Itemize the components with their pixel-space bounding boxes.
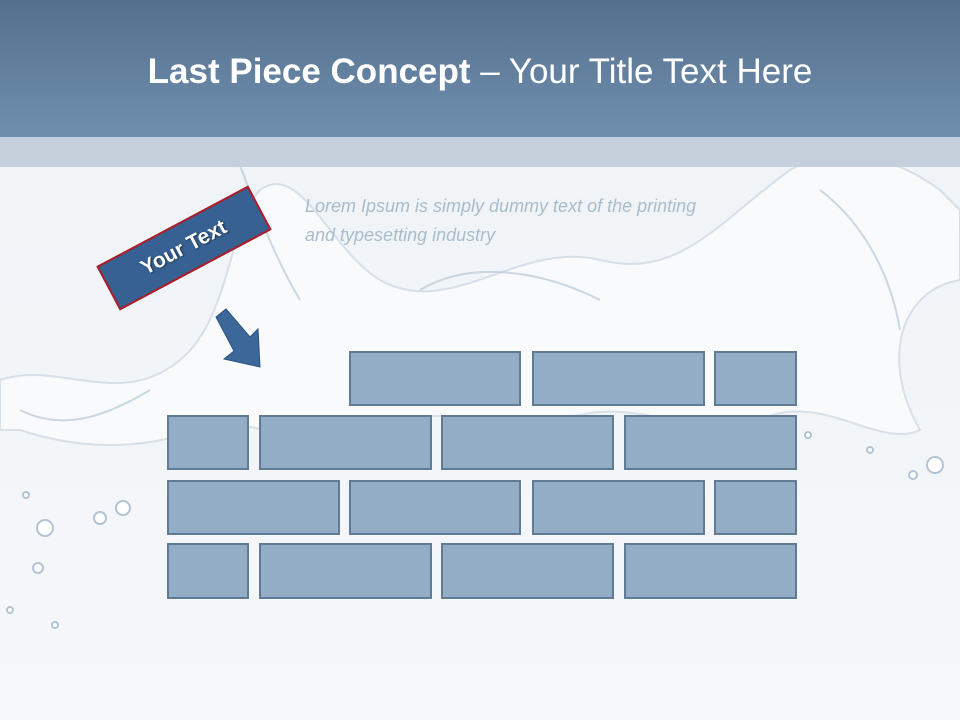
wall-brick bbox=[441, 543, 614, 599]
wall-brick bbox=[441, 415, 614, 470]
header-band bbox=[0, 137, 960, 167]
wall-brick bbox=[167, 415, 249, 470]
wall-brick bbox=[349, 351, 521, 406]
wall-brick bbox=[349, 480, 521, 535]
wall-brick bbox=[532, 351, 705, 406]
header-bar bbox=[0, 0, 960, 137]
wall-brick bbox=[167, 480, 340, 535]
wall-brick bbox=[259, 415, 432, 470]
title-rest: – Your Title Text Here bbox=[470, 52, 813, 91]
wall-brick bbox=[532, 480, 705, 535]
wall-brick bbox=[167, 543, 249, 599]
page-title: Last Piece Concept – Your Title Text Her… bbox=[0, 52, 960, 92]
lorem-text: Lorem Ipsum is simply dummy text of the … bbox=[305, 196, 697, 245]
arrow-down-right-icon bbox=[215, 308, 261, 368]
wall-brick bbox=[714, 480, 797, 535]
title-bold: Last Piece Concept bbox=[147, 52, 471, 91]
wall-brick bbox=[624, 543, 797, 599]
wall-brick bbox=[624, 415, 797, 470]
wall-brick bbox=[259, 543, 432, 599]
wall-brick bbox=[714, 351, 797, 406]
